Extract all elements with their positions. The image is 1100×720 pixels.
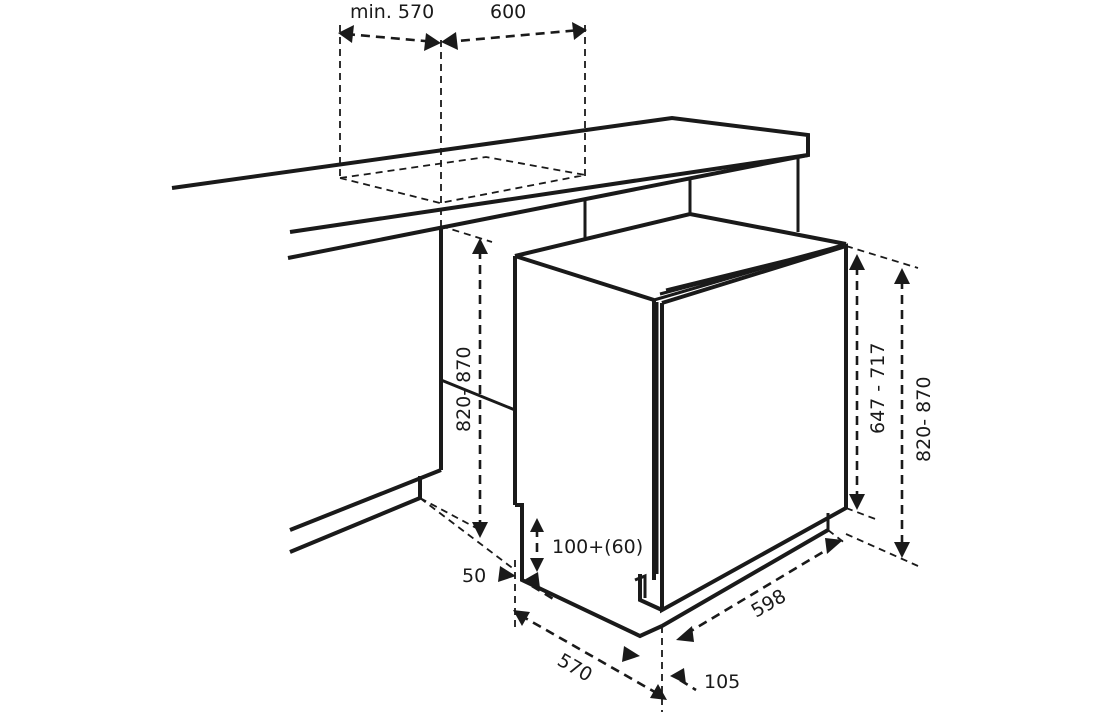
label-plinth: 100+(60): [552, 536, 643, 558]
label-598: 598: [748, 585, 790, 622]
label-50: 50: [462, 565, 486, 587]
label-105: 105: [704, 671, 740, 693]
left-cabinet: [289, 226, 516, 554]
dim-plinth: [530, 518, 544, 572]
dishwasher-body: [513, 211, 848, 639]
label-min-570: min. 570: [350, 1, 434, 23]
dim-appliance-width: [676, 529, 847, 642]
dim-niche-height: [419, 225, 493, 538]
dim-total-height: [845, 268, 919, 567]
label-door-height: 647 - 717: [867, 343, 889, 434]
dim-depth: [513, 610, 667, 712]
label-niche-height: 820- 870: [453, 347, 475, 432]
dim-50: [419, 497, 556, 632]
dim-door-height: [845, 245, 919, 521]
dim-top-width: [338, 22, 587, 226]
worktop: [171, 115, 810, 260]
label-total-height: 820- 870: [913, 377, 935, 462]
dim-105: [622, 646, 697, 692]
label-600: 600: [490, 1, 526, 23]
